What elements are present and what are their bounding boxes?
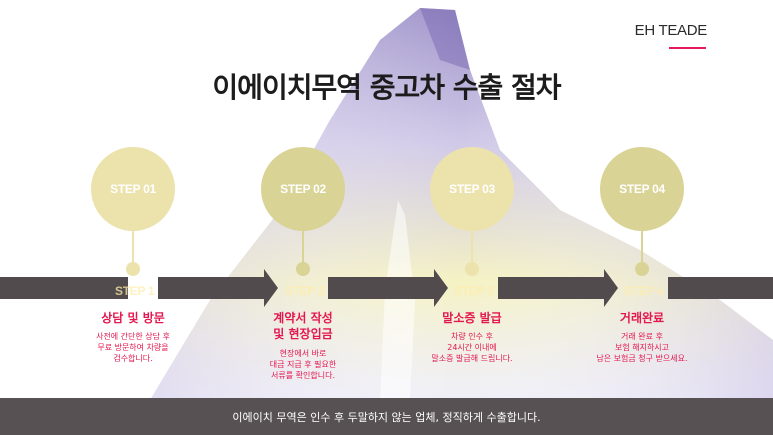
step-ghost-label: STEP 1 [115,284,155,298]
step-badge-label: STEP 03 [449,182,495,196]
step-connector [132,231,134,263]
step-description: 거래 완료 후 보험 해지하시고 남은 보험금 청구 받으세요. [596,332,688,363]
step-description: 현장에서 바로 대금 지급 후 필요한 서류를 확인합니다. [269,349,337,380]
step-circle-3: STEP 03 [430,147,514,231]
step-title: 거래완료 [562,310,722,326]
step-connector [471,231,473,263]
brand-underline [669,47,706,49]
step-title: 상담 및 방문 [53,310,213,326]
step-badge-label: STEP 02 [280,182,326,196]
step-title-line: 상담 및 방문 [101,311,165,325]
step-title-line: 및 현장입금 [273,327,333,341]
page-title: 이에이치무역 중고차 수출 절차 [212,71,561,104]
step-title-line: 거래완료 [619,311,665,325]
arrow-segment-3 [328,269,448,307]
step-description: 차량 인수 후 24시간 이내에 말소증 발급해 드립니다. [431,332,513,363]
step-connector [641,231,643,263]
step-dot [635,262,649,276]
step-ghost-label: STEP 3 [454,284,494,298]
step-dot [465,262,479,276]
step-ghost-label: STEP 4 [624,284,664,298]
step-badge-label: STEP 01 [110,182,156,196]
step-description: 사전에 간단한 상담 후 무료 방문하여 차량을 검수합니다. [96,332,170,363]
step-badge-label: STEP 04 [619,182,665,196]
step-connector [302,231,304,263]
footer-bar: 이에이치 무역은 인수 후 두말하지 않는 업체, 정직하게 수출합니다. [0,398,773,435]
arrow-segment-4 [498,269,618,307]
step-title-line: 계약서 작성 [273,311,333,325]
step-title-line: 말소증 발급 [442,311,502,325]
step-circle-4: STEP 04 [600,147,684,231]
step-title: 말소증 발급 [392,310,552,326]
step-dot [296,262,310,276]
step-circle-2: STEP 02 [261,147,345,231]
footer-text: 이에이치 무역은 인수 후 두말하지 않는 업체, 정직하게 수출합니다. [232,410,541,424]
arrow-segment-2 [158,269,278,307]
step-circle-1: STEP 01 [91,147,175,231]
step-dot [126,262,140,276]
step-ghost-label: STEP 2 [285,284,325,298]
brand-logo-text: EH TEADE [634,22,708,39]
arrow-segment-1 [0,277,128,299]
arrow-segment-5 [668,277,773,299]
